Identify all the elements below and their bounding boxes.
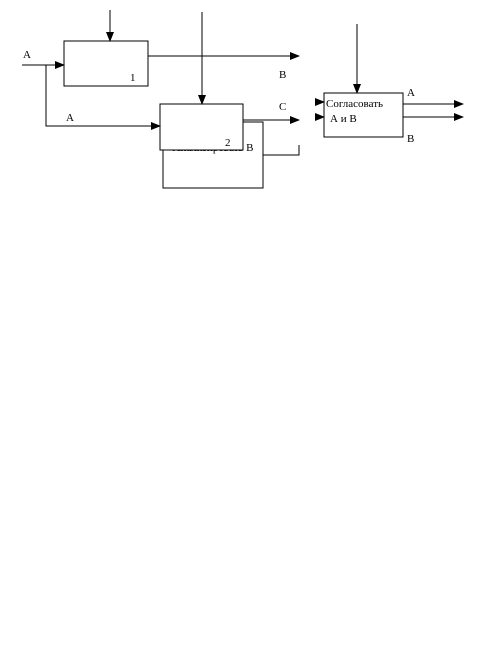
connector-line bbox=[263, 145, 300, 156]
label-input-a-lower: A bbox=[66, 112, 74, 124]
box-2: 2 bbox=[159, 103, 244, 151]
box-1-number: 1 bbox=[130, 72, 136, 84]
label-out-a: A bbox=[407, 87, 415, 99]
box-3-title-line1: Согласовать bbox=[326, 98, 383, 110]
label-output-c: C bbox=[279, 101, 286, 113]
label-out-b: B bbox=[407, 133, 414, 145]
box-1-rect bbox=[63, 40, 149, 87]
label-output-b: B bbox=[279, 69, 286, 81]
box-3-title-line2: А и В bbox=[330, 113, 357, 125]
box-3: Согласовать А и В bbox=[323, 92, 404, 138]
box-2-rect bbox=[159, 103, 244, 151]
box-2-number: 2 bbox=[225, 137, 231, 149]
label-input-a-left: A bbox=[23, 49, 31, 61]
input-arrow-a-box-2 bbox=[45, 65, 161, 130]
box-1: 1 bbox=[63, 40, 149, 87]
